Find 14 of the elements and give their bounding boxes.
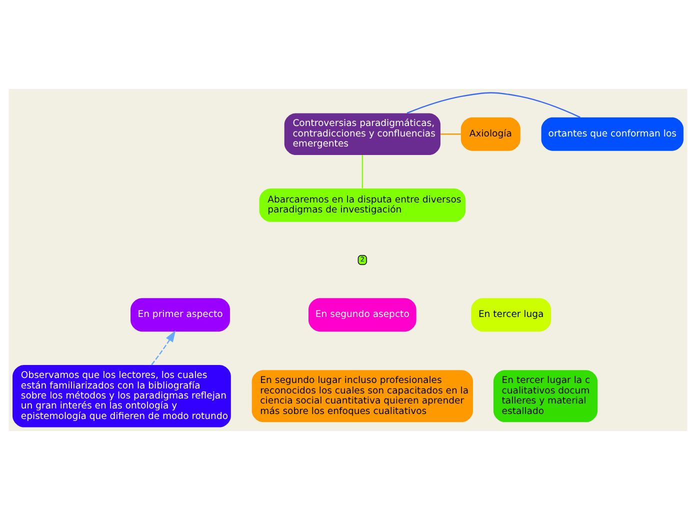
node-box: ortantes que conforman los	[541, 117, 684, 151]
node-box: En tercer luga	[471, 298, 552, 332]
node-box: En segundo lugar incluso profesionales reconocidos los cuales son capacitados en la ciencia social cuantitativa quieren aprender más sobre los enfoques cualitativos	[252, 370, 473, 422]
node-box: En primer aspecto	[130, 298, 230, 332]
arrow	[151, 330, 176, 366]
connector	[440, 134, 461, 135]
node-box: Observamos que los lectores, los cuales están familiarizados con la bibliografía sobre los métodos y los paradigmas reflejan un gran interés en las ontología y epistemología que difieren de modo rotundo	[12, 365, 231, 428]
node-box: En segundo asepcto	[308, 298, 416, 332]
node-box: Axiología	[460, 117, 520, 151]
node-box: En tercer lugar la c cualitativos docum talleres y material estallado	[493, 370, 598, 422]
connector	[406, 92, 580, 118]
node-box: Abarcaremos en la disputa entre diversos paradigmas de investigación	[259, 188, 466, 222]
node-box: Controversias paradigmáticas, contradicciones y confluencias emergentes	[284, 113, 440, 155]
connector	[362, 155, 363, 188]
